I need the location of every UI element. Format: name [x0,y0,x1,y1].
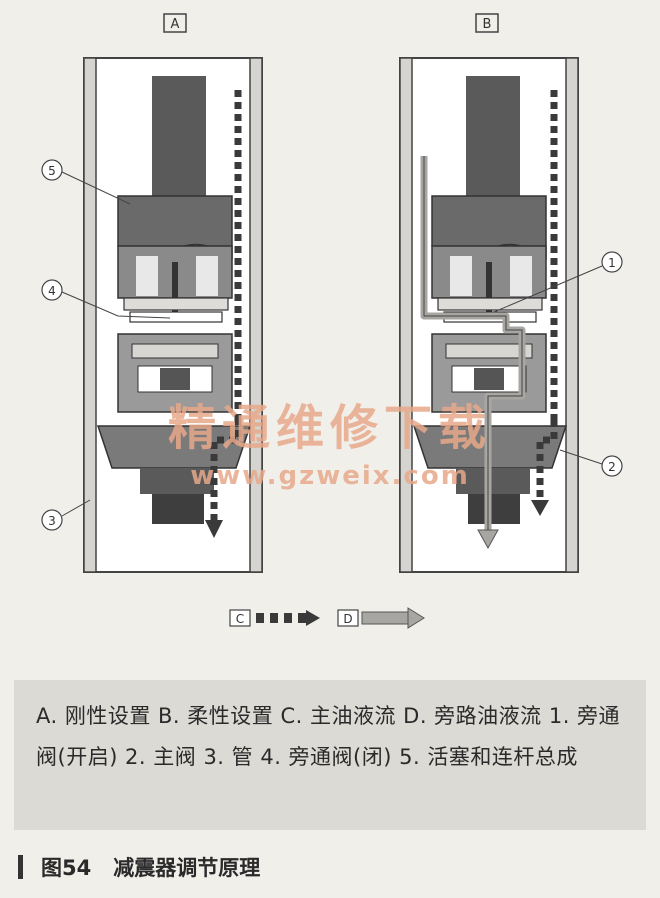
piston-rod-b [466,76,520,196]
main-valve-disc-b [445,343,533,359]
main-flow-down-a [210,418,242,520]
figure-title-text: 减震器调节原理 [113,856,261,880]
piston-slot-right-b [510,256,532,296]
bypass-stem-a [172,262,178,322]
valve-plate-1-a [123,297,229,311]
legend-d-arrowhead [407,607,425,629]
callout-2-label: 2 [608,460,616,474]
callout-4-label: 4 [48,284,56,298]
bypass-flow-outline-b [423,156,523,530]
callout-3-label: 3 [48,514,56,528]
callout-2: 2 [559,449,623,477]
valve-plate-1-b [437,297,543,311]
tube-wall-right-b [565,57,579,573]
panel-a-label: A [171,17,180,32]
panel-a-label-box [163,13,187,33]
panel-b-label: B [483,17,492,32]
piston-slot-left-a [136,256,158,296]
callout-5-label: 5 [48,164,56,178]
legend-c-arrowhead [306,610,320,626]
piston-slot-right-a [196,256,218,296]
callout-5: 5 [41,159,131,205]
base-fitting-b [456,468,530,494]
base-stem-a [152,494,204,524]
valve-nut-b [474,368,504,390]
tube-wall-left-a [83,57,97,573]
figure-title: 图54 减震器调节原理 [18,850,260,884]
panel-b: B [399,13,579,573]
shock-absorber-figure: A B [41,13,623,629]
legend-d: D [337,607,425,629]
figure-number: 图54 [41,856,92,880]
callout-4: 4 [41,279,171,319]
callout-3: 3 [41,499,91,531]
callout-1: 1 [493,251,623,313]
callout-1-label: 1 [608,256,616,270]
figure-caption: A. 刚性设置 B. 柔性设置 C. 主油液流 D. 旁路油液流 1. 旁通阀(… [14,680,646,830]
piston-slot-left-b [450,256,472,296]
base-stem-b [468,494,520,524]
tube-wall-left-b [399,57,413,573]
main-flow-arrowhead-a [205,520,223,538]
panel-b-label-box [475,13,499,33]
caption-text: A. 刚性设置 B. 柔性设置 C. 主油液流 D. 旁路油液流 1. 旁通阀(… [36,704,621,769]
main-flow-down-b [536,420,558,500]
bypass-stem-b [486,262,492,322]
main-valve-disc-a [131,343,219,359]
main-flow-arrowhead-b [531,500,549,516]
panel-a: A [83,13,263,573]
title-bar-icon [18,855,23,879]
legend-c-label: C [236,612,244,626]
watermark-text: 精通维修下载 [168,400,492,456]
piston-rod-a [152,76,206,196]
tube-wall-right-a [249,57,263,573]
legend-d-swatch [361,611,409,625]
base-fitting-a [140,468,214,494]
legend-d-label: D [343,612,352,626]
valve-plate-2-a [129,311,223,323]
valve-nut-a [160,368,190,390]
watermark-url: www.gzweix.com [190,461,470,491]
legend-c: C [229,609,320,627]
